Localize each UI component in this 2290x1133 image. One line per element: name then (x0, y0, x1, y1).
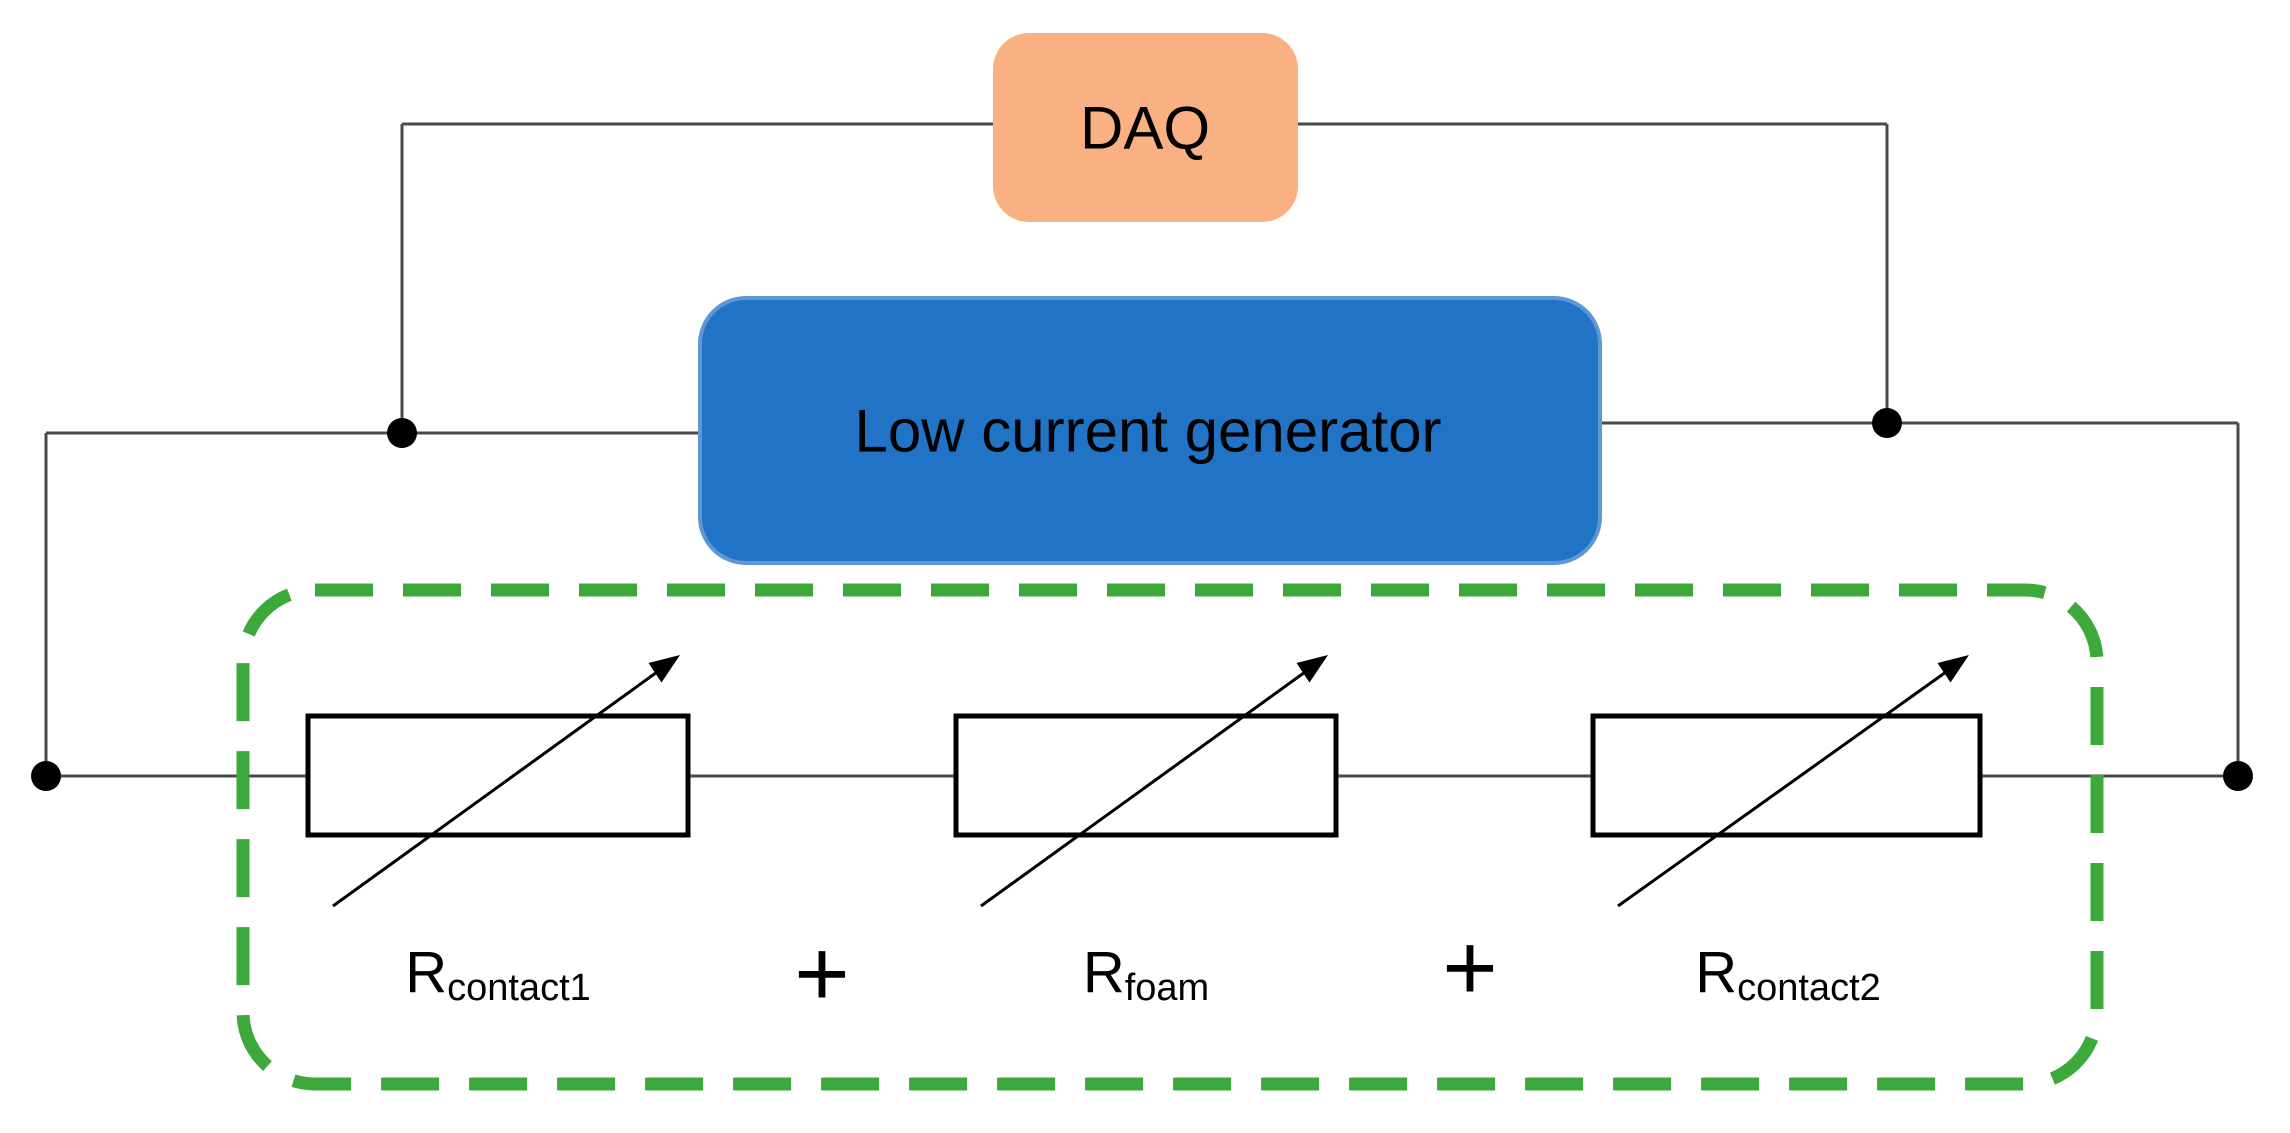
resistor-body (953, 713, 1339, 838)
resistor-label-rfoam: Rfoam (1083, 940, 1209, 1009)
resistor-body (305, 713, 691, 838)
variable-resistor-rcontact1: Rcontact1 (305, 655, 691, 1009)
resistor-arrow-line (332, 665, 665, 908)
junction-dot-bottom-right (2223, 761, 2253, 791)
resistor-subscript: foam (1125, 967, 1209, 1009)
junction-dot-top-right (1872, 408, 1902, 438)
generator-block: Low current generator (698, 296, 1602, 565)
resistor-arrow-head (1937, 655, 1969, 683)
resistor-subscript: contact2 (1737, 967, 1881, 1009)
plus-operator-2: + (1442, 915, 1497, 1021)
generator-box (698, 296, 1602, 565)
resistor-symbol: R (1695, 940, 1737, 1005)
junction-dot-bottom-left (31, 761, 61, 791)
resistor-arrow-head (1296, 655, 1328, 683)
junction-dot-top-left (387, 418, 417, 448)
junction-dots (31, 408, 2253, 791)
resistor-subscript: contact1 (447, 967, 591, 1009)
generator-label: Low current generator (855, 398, 1442, 465)
daq-label: DAQ (1080, 95, 1210, 162)
variable-resistor-rfoam: Rfoam (953, 655, 1339, 1009)
plus-operator-1: + (794, 921, 849, 1027)
resistor-label-rcontact2: Rcontact2 (1695, 940, 1881, 1009)
resistor-arrow-line (980, 665, 1313, 908)
daq-box (993, 33, 1298, 222)
resistor-arrow-head (648, 655, 680, 683)
resistor-arrow-line (1617, 665, 1954, 908)
daq-block: DAQ (993, 33, 1298, 222)
variable-resistor-rcontact2: Rcontact2 (1590, 655, 1983, 1009)
resistor-label-rcontact1: Rcontact1 (405, 940, 591, 1009)
resistor-body (1590, 713, 1983, 838)
resistor-symbol: R (1083, 940, 1125, 1005)
resistor-symbol: R (405, 940, 447, 1005)
